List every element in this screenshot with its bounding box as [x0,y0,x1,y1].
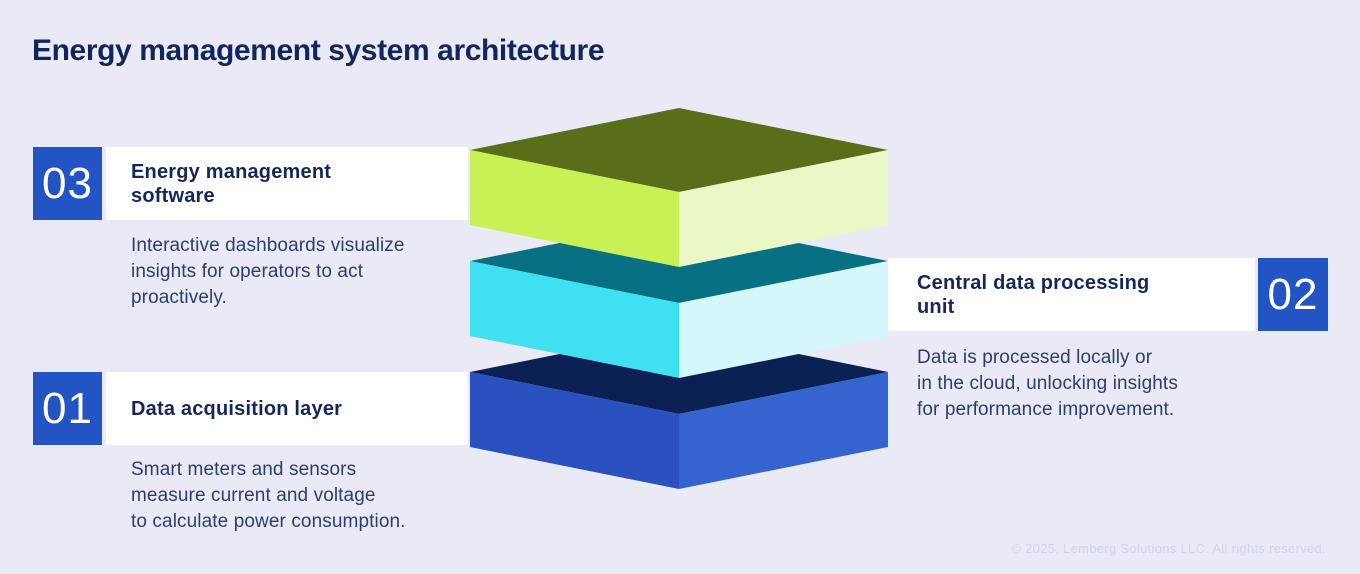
badge-number-03: 03 [33,147,102,220]
description-line: Smart meters and sensors [131,459,357,480]
description-line: in the cloud, unlocking insights [917,373,1178,394]
slab-energy-software [470,108,888,267]
slab-middle-right-face [679,261,888,378]
callout-bar-data-acquisition: Data acquisition layer [106,372,468,445]
slab-bottom-top-face [470,330,888,414]
slab-central-processing [470,219,888,378]
callout-bar-central-processing: Central data processing unit [888,258,1255,331]
slab-middle-left-face [470,261,679,378]
copyright-note: © 2025, Lemberg Solutions LLC. All right… [1011,541,1326,556]
slab-top-right-face [679,150,888,267]
description-line: for performance improvement. [917,399,1175,420]
callout-title-energy-software-line2: software [131,184,215,207]
slab-middle-top-face [470,219,888,303]
description-line: insights for operators to act [131,261,364,282]
slab-top-top-face [470,108,888,192]
slab-bottom-left-face [470,372,679,489]
slab-top-left-face [470,150,679,267]
description-line: to calculate power consumption. [131,511,406,532]
callout-description-central-processing: Data is processed locally or in the clou… [917,345,1262,423]
callout-title-central-processing-line2: unit [917,295,955,318]
slab-bottom-right-face [679,372,888,489]
callout-title-energy-software-line1: Energy management [131,160,332,183]
callout-description-data-acquisition: Smart meters and sensors measure current… [131,457,476,535]
callout-description-energy-software: Interactive dashboards visualize insight… [131,233,476,311]
badge-number-02: 02 [1258,258,1328,331]
description-line: Interactive dashboards visualize [131,235,405,256]
description-line: proactively. [131,287,227,308]
page-title: Energy management system architecture [32,34,605,67]
callout-title-central-processing-line1: Central data processing [917,271,1150,294]
callout-title-data-acquisition: Data acquisition layer [131,397,343,420]
badge-number-01: 01 [33,372,102,445]
description-line: measure current and voltage [131,485,376,506]
callout-bar-energy-software: Energy management software [106,147,468,220]
slab-data-acquisition [470,330,888,489]
description-line: Data is processed locally or [917,347,1153,368]
